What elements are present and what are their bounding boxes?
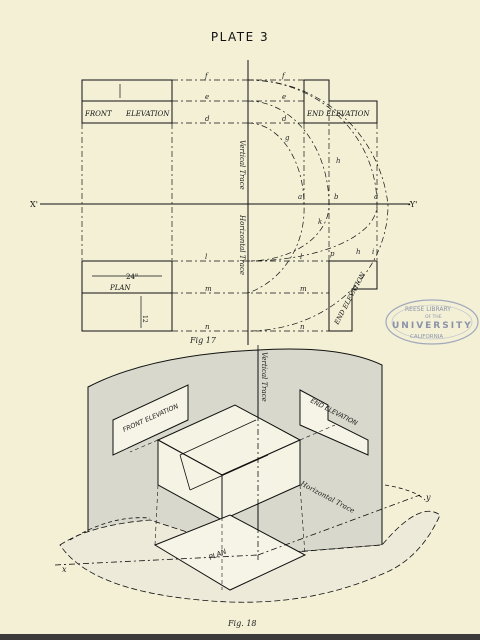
- point-c: c: [374, 193, 378, 201]
- point-b: b: [334, 193, 339, 201]
- point-k: k: [318, 218, 322, 226]
- point-l-2: l: [300, 253, 302, 261]
- stamp-line-3: UNIVERSITY: [392, 321, 473, 331]
- plan-box: [81, 260, 173, 332]
- point-d-2: d: [282, 115, 287, 123]
- end-plane-shade: [257, 348, 383, 556]
- point-d-1: d: [205, 115, 210, 123]
- point-n-2: n: [300, 323, 305, 331]
- point-h-2: h: [356, 248, 361, 256]
- point-e-1: e: [205, 93, 209, 101]
- point-h-1: h: [336, 157, 341, 165]
- plan-label: PLAN: [109, 284, 131, 292]
- point-m-1: m: [205, 285, 212, 293]
- point-e-2: e: [282, 93, 286, 101]
- point-a: a: [298, 193, 302, 201]
- viewer-bottom-bar: [0, 634, 480, 640]
- stamp-line-4: CALIFORNIA: [410, 334, 443, 340]
- point-i: i: [372, 248, 374, 256]
- point-p: p: [330, 250, 335, 258]
- front-elevation-face: [112, 384, 189, 456]
- axis-left-label: X': [30, 200, 38, 209]
- front-elevation-label-b: ELEVATION: [125, 110, 170, 118]
- fig18-point-y: y: [425, 493, 431, 502]
- end-elevation-top-label: END ELEVATION: [306, 110, 370, 118]
- fig18-point-x: x: [62, 565, 67, 574]
- end-elevation-face: [299, 389, 369, 456]
- point-l-1: l: [205, 253, 207, 261]
- fig18-caption: Fig. 18: [227, 619, 257, 628]
- vertical-trace-label: Vertical Trace: [238, 140, 246, 190]
- plate-title: PLATE 3: [210, 30, 270, 44]
- front-elevation-label-a: FRONT: [84, 110, 113, 118]
- stamp-line-1: REESE LIBRARY: [405, 306, 451, 313]
- stamp-line-2: OF THE: [425, 314, 442, 320]
- fig17-caption: Fig 17: [189, 336, 217, 345]
- fig18-vertical-trace-label: Vertical Trace: [260, 352, 268, 402]
- point-m-2: m: [300, 285, 307, 293]
- axis-right-label: -Y': [408, 200, 417, 209]
- dim-24-label: 24": [126, 273, 138, 281]
- point-g: g: [285, 134, 290, 142]
- point-n-1: n: [205, 323, 210, 331]
- point-f-2: f: [281, 72, 286, 80]
- horizontal-trace-label: Horizontal Trace: [238, 214, 246, 275]
- point-f-1: f: [204, 72, 209, 80]
- dim-12-label: 12: [141, 315, 148, 323]
